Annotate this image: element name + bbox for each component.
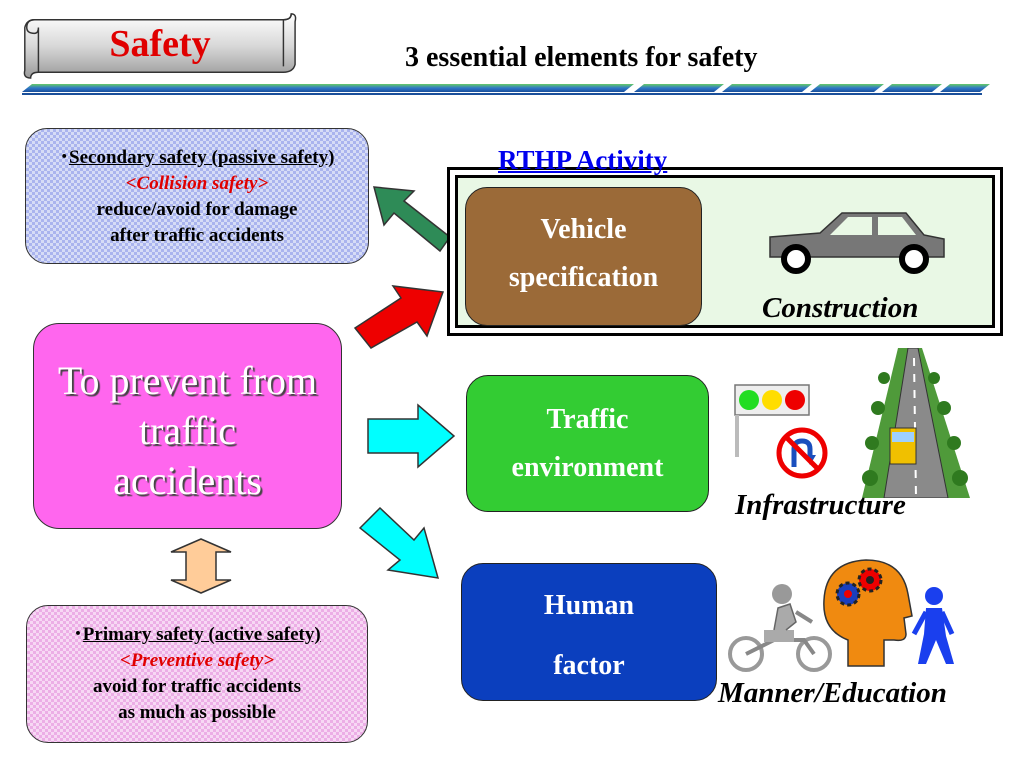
header-rule — [22, 84, 990, 95]
car-icon — [769, 212, 945, 274]
walking-person-icon — [911, 587, 955, 664]
manner-education-caption: Manner/Education — [718, 677, 947, 709]
goal-line2: traffic — [139, 408, 236, 453]
red-arrow-icon — [353, 285, 445, 349]
secondary-line1: reduce/avoid for damage — [96, 199, 298, 220]
human-line1: Human — [543, 590, 635, 621]
construction-caption: Construction — [762, 292, 919, 324]
traffic-line1: Traffic — [546, 404, 629, 435]
green-arrow-icon — [372, 186, 452, 253]
human-factor-box: Human factor — [461, 563, 717, 701]
goal-box: To prevent from traffic accidents — [33, 323, 342, 529]
double-arrow-icon — [170, 538, 232, 594]
goal-line1: To prevent from — [57, 358, 318, 403]
secondary-tag: <Collision safety> — [125, 173, 269, 194]
secondary-heading: Secondary safety (passive safety) — [69, 147, 335, 168]
secondary-bullet: ･ — [59, 147, 70, 168]
road-with-truck-icon — [862, 348, 970, 498]
traffic-environment-box: Traffic environment — [466, 375, 709, 512]
primary-tag: <Preventive safety> — [119, 650, 275, 671]
traffic-light-icon — [734, 384, 810, 457]
vehicle-specification-box: Vehicle specification — [465, 187, 702, 326]
primary-safety-box: ･Primary safety (active safety) <Prevent… — [26, 605, 368, 743]
rthp-label: RTHP Activity — [498, 145, 668, 175]
cyan-arrow-icon — [367, 403, 456, 469]
subtitle: 3 essential elements for safety — [405, 42, 758, 73]
primary-line1: avoid for traffic accidents — [92, 676, 302, 697]
primary-bullet: ･ — [73, 624, 83, 645]
page-title: Safety — [109, 23, 211, 65]
head-gears-icon — [823, 559, 913, 667]
vehicle-line1: Vehicle — [540, 214, 627, 245]
primary-line2: as much as possible — [118, 702, 276, 723]
traffic-line2: environment — [511, 452, 664, 483]
no-u-turn-sign-icon — [776, 427, 828, 479]
motorcycle-rider-icon — [728, 584, 832, 672]
scroll-banner — [23, 13, 297, 79]
infrastructure-caption: Infrastructure — [735, 489, 906, 521]
secondary-safety-box: ･Secondary safety (passive safety) <Coll… — [25, 128, 369, 264]
human-line2: factor — [553, 650, 625, 681]
cyan-arrow-down-icon — [358, 506, 440, 579]
goal-line3: accidents — [113, 458, 262, 503]
vehicle-line2: specification — [508, 262, 659, 293]
secondary-line2: after traffic accidents — [110, 225, 284, 246]
primary-heading: Primary safety (active safety) — [82, 624, 321, 645]
